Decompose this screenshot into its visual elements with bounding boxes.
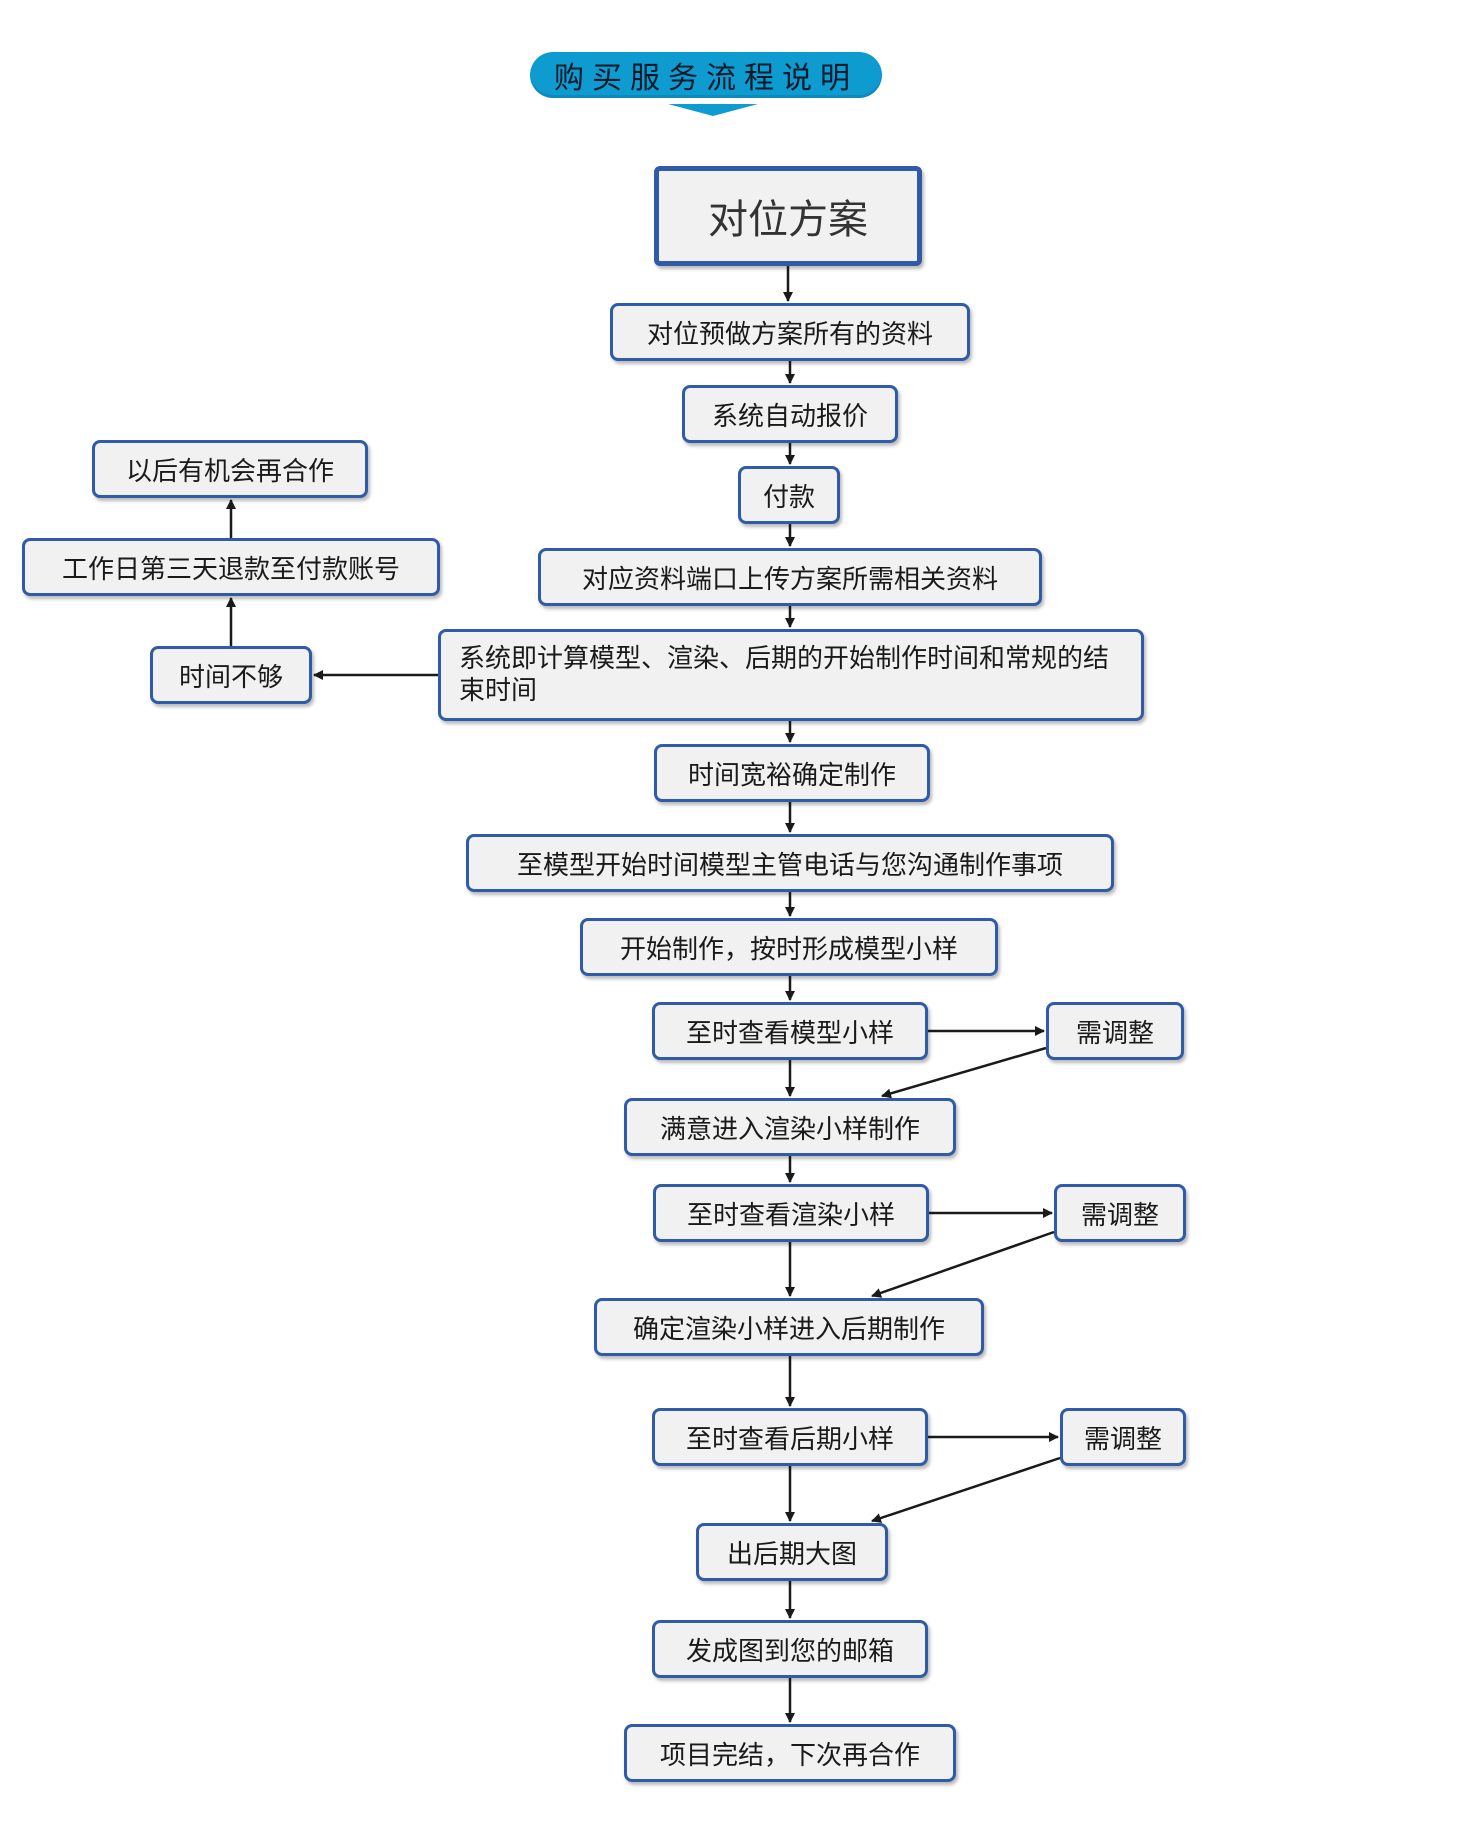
step-10-box: 至时查看模型小样	[652, 1002, 928, 1060]
step-12-box: 至时查看渲染小样	[653, 1184, 929, 1242]
step-11-box: 满意进入渲染小样制作	[624, 1098, 956, 1156]
step-9-box: 开始制作，按时形成模型小样	[580, 918, 998, 976]
cooperate-next-time-box: 以后有机会再合作	[92, 440, 368, 498]
adjust-model-box: 需调整	[1046, 1002, 1184, 1060]
step-13-box: 确定渲染小样进入后期制作	[594, 1298, 984, 1356]
step-3-box: 系统自动报价	[682, 385, 898, 443]
step-7-box: 时间宽裕确定制作	[654, 744, 930, 802]
refund-box: 工作日第三天退款至付款账号	[22, 538, 440, 596]
step-6-box: 系统即计算模型、渲染、后期的开始制作时间和常规的结束时间	[438, 629, 1144, 721]
step-5-box: 对应资料端口上传方案所需相关资料	[538, 548, 1042, 606]
step-17-box: 项目完结，下次再合作	[624, 1724, 956, 1782]
adjust-render-box: 需调整	[1054, 1184, 1186, 1242]
arrow-adjust-15	[871, 1456, 1061, 1523]
step-8-box: 至模型开始时间模型主管电话与您沟通制作事项	[466, 834, 1114, 892]
step-16-box: 发成图到您的邮箱	[652, 1620, 928, 1678]
page-title: 购买服务流程说明	[530, 52, 882, 98]
arrow-adjust-13	[871, 1230, 1055, 1298]
step-2-box: 对位预做方案所有的资料	[610, 303, 970, 361]
title-pointer-notch	[668, 104, 758, 116]
step-14-box: 至时查看后期小样	[652, 1408, 928, 1466]
step-15-box: 出后期大图	[696, 1523, 888, 1581]
arrow-adjust-11	[881, 1046, 1047, 1099]
step-1-box: 对位方案	[654, 166, 922, 266]
time-not-enough-box: 时间不够	[150, 646, 312, 704]
adjust-post-box: 需调整	[1060, 1408, 1186, 1466]
step-4-box: 付款	[738, 466, 840, 524]
